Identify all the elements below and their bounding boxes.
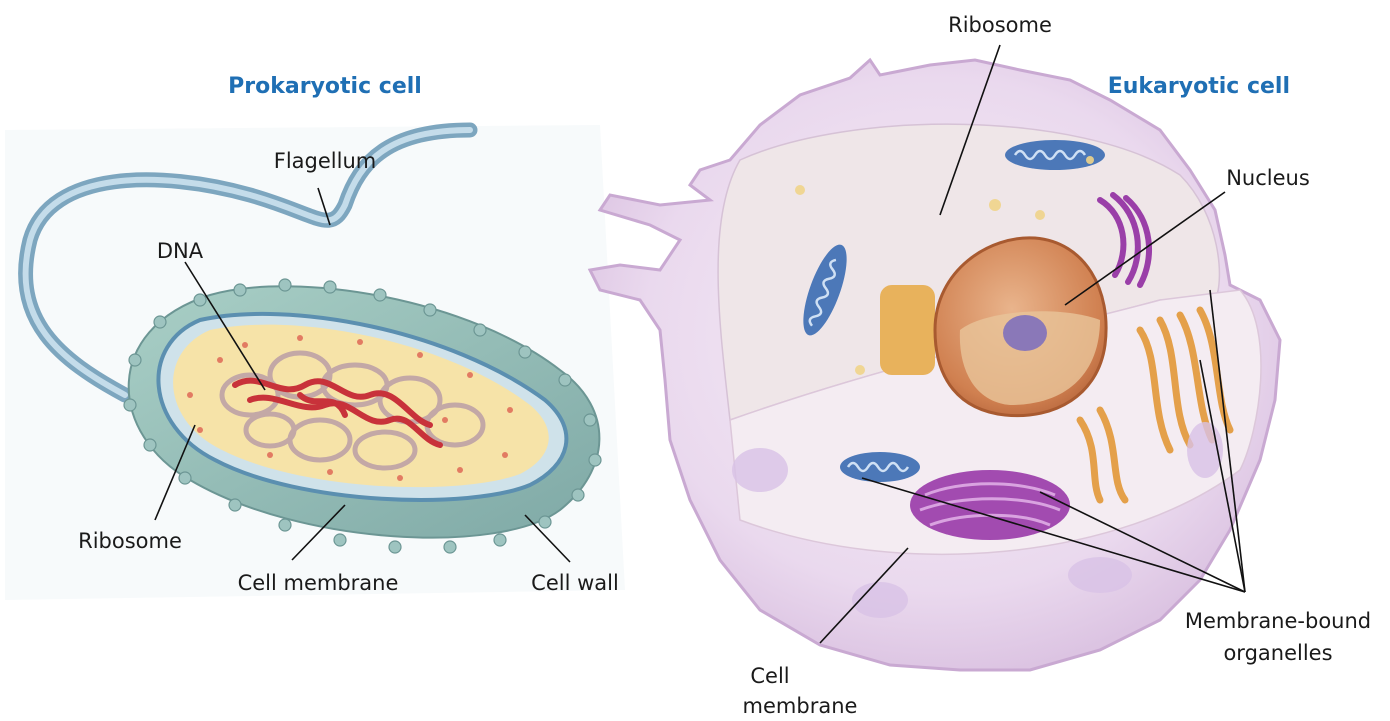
golgi-shape-bottom bbox=[910, 470, 1070, 540]
flagellum-label: Flagellum bbox=[274, 149, 376, 173]
eukaryote-cell-membrane-label-line1: Cell bbox=[750, 664, 789, 688]
eukaryote-cell-membrane-label-line2: membrane bbox=[743, 694, 858, 718]
prokaryote-ribosome-label: Ribosome bbox=[78, 529, 182, 553]
eukaryotic-cell-illustration bbox=[590, 45, 1280, 670]
prokaryote-cell-membrane-label: Cell membrane bbox=[238, 571, 399, 595]
mitochondrion-shape-top bbox=[1005, 140, 1105, 170]
mitochondrion-shape-bottom bbox=[840, 452, 920, 482]
eukaryotic-cell-title: Eukaryotic cell bbox=[1108, 74, 1290, 99]
er-near-nucleus bbox=[880, 285, 935, 375]
dna-label: DNA bbox=[157, 239, 204, 263]
nucleus-label: Nucleus bbox=[1226, 166, 1310, 190]
eukaryote-ribosome-label: Ribosome bbox=[948, 13, 1052, 37]
cell-wall-label: Cell wall bbox=[531, 571, 619, 595]
membrane-bound-label-line2: organelles bbox=[1223, 641, 1332, 665]
prokaryotic-cell-title: Prokaryotic cell bbox=[228, 74, 422, 99]
membrane-bound-label-line1: Membrane-bound bbox=[1185, 609, 1371, 633]
